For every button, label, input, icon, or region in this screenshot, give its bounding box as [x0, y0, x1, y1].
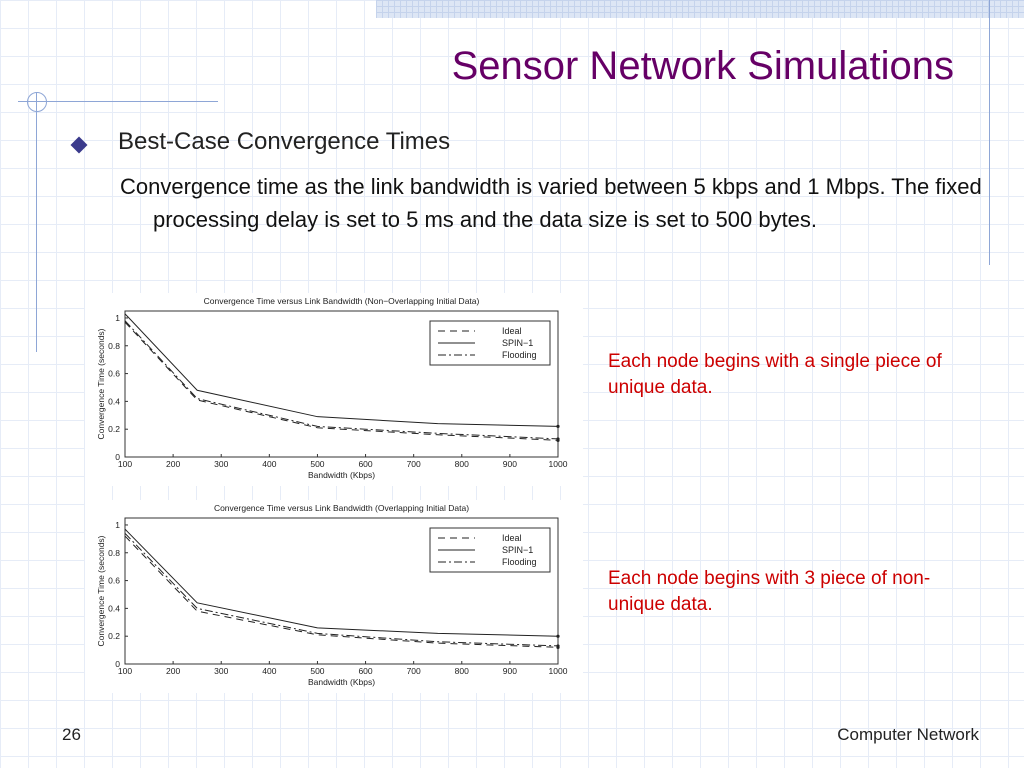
y-tick-label: 0.6: [108, 369, 120, 379]
x-tick-label: 400: [262, 666, 276, 676]
x-axis-label: Bandwidth (Kbps): [308, 470, 375, 480]
decor-horizontal-line: [18, 101, 218, 102]
x-tick-label: 400: [262, 459, 276, 469]
y-tick-label: 0.8: [108, 341, 120, 351]
y-tick-label: 0: [115, 659, 120, 669]
y-tick-label: 0.6: [108, 576, 120, 586]
chart-title: Convergence Time versus Link Bandwidth (…: [214, 503, 469, 513]
series-line-1: [124, 313, 559, 427]
legend-label-1: SPIN−1: [502, 338, 533, 348]
plot-frame: [124, 310, 559, 458]
y-tick-label: 0.2: [108, 424, 120, 434]
series-end-point-2: [556, 437, 560, 441]
y-axis-label: Convergence Time (seconds): [96, 535, 106, 646]
x-axis-label: Bandwidth (Kbps): [308, 677, 375, 687]
series-end-point-1: [556, 634, 560, 638]
legend-label-1: SPIN−1: [502, 545, 533, 555]
decor-vertical-line-right: [989, 0, 990, 265]
chart-non-overlapping-svg: Convergence Time versus Link Bandwidth (…: [96, 296, 568, 480]
header-band: [376, 0, 1024, 18]
decor-vertical-line-left: [36, 92, 37, 352]
x-tick-label: 900: [503, 666, 517, 676]
legend-label-0: Ideal: [502, 326, 522, 336]
x-tick-label: 700: [407, 666, 421, 676]
series-line-0: [124, 321, 559, 441]
footer-title: Computer Network: [837, 725, 979, 744]
series-line-2: [124, 532, 559, 647]
y-tick-label: 0.8: [108, 548, 120, 558]
series-end-point-2: [556, 644, 560, 648]
x-tick-label: 1000: [549, 666, 568, 676]
x-tick-label: 300: [214, 459, 228, 469]
plot-frame: [124, 517, 559, 665]
x-tick-label: 200: [166, 666, 180, 676]
x-tick-label: 600: [358, 459, 372, 469]
legend-label-2: Flooding: [502, 557, 537, 567]
chart-overlapping: Convergence Time versus Link Bandwidth (…: [85, 500, 583, 693]
series-line-1: [124, 528, 559, 637]
x-tick-label: 900: [503, 459, 517, 469]
legend-label-2: Flooding: [502, 350, 537, 360]
y-tick-label: 1: [115, 520, 120, 530]
series-line-0: [124, 535, 559, 648]
x-tick-label: 100: [118, 459, 132, 469]
x-tick-label: 1000: [549, 459, 568, 469]
x-tick-label: 700: [407, 459, 421, 469]
x-tick-label: 500: [310, 459, 324, 469]
y-tick-label: 1: [115, 313, 120, 323]
x-tick-label: 600: [358, 666, 372, 676]
x-tick-label: 800: [455, 666, 469, 676]
chart-title: Convergence Time versus Link Bandwidth (…: [204, 296, 480, 306]
x-tick-label: 800: [455, 459, 469, 469]
slide-title: Sensor Network Simulations: [451, 44, 954, 88]
note-non-unique-data: Each node begins with 3 piece of non-uni…: [608, 568, 931, 615]
series-end-point-1: [556, 424, 560, 429]
page-number: 26: [62, 725, 81, 744]
y-tick-label: 0.4: [108, 396, 120, 406]
chart-non-overlapping: Convergence Time versus Link Bandwidth (…: [85, 293, 583, 486]
y-axis-label: Convergence Time (seconds): [96, 328, 106, 439]
y-tick-label: 0: [115, 452, 120, 462]
x-tick-label: 300: [214, 666, 228, 676]
bullet-heading: Best-Case Convergence Times: [118, 128, 451, 155]
description-text: Convergence time as the link bandwidth i…: [120, 174, 982, 232]
diamond-bullet-icon: [70, 136, 88, 154]
x-tick-label: 100: [118, 666, 132, 676]
chart-overlapping-svg: Convergence Time versus Link Bandwidth (…: [96, 503, 568, 687]
note-unique-data: Each node begins with a single piece of …: [608, 351, 942, 398]
y-tick-label: 0.2: [108, 631, 120, 641]
decor-circle: [27, 92, 47, 112]
y-tick-label: 0.4: [108, 603, 120, 613]
x-tick-label: 200: [166, 459, 180, 469]
legend-label-0: Ideal: [502, 533, 522, 543]
series-line-2: [124, 320, 559, 440]
x-tick-label: 500: [310, 666, 324, 676]
